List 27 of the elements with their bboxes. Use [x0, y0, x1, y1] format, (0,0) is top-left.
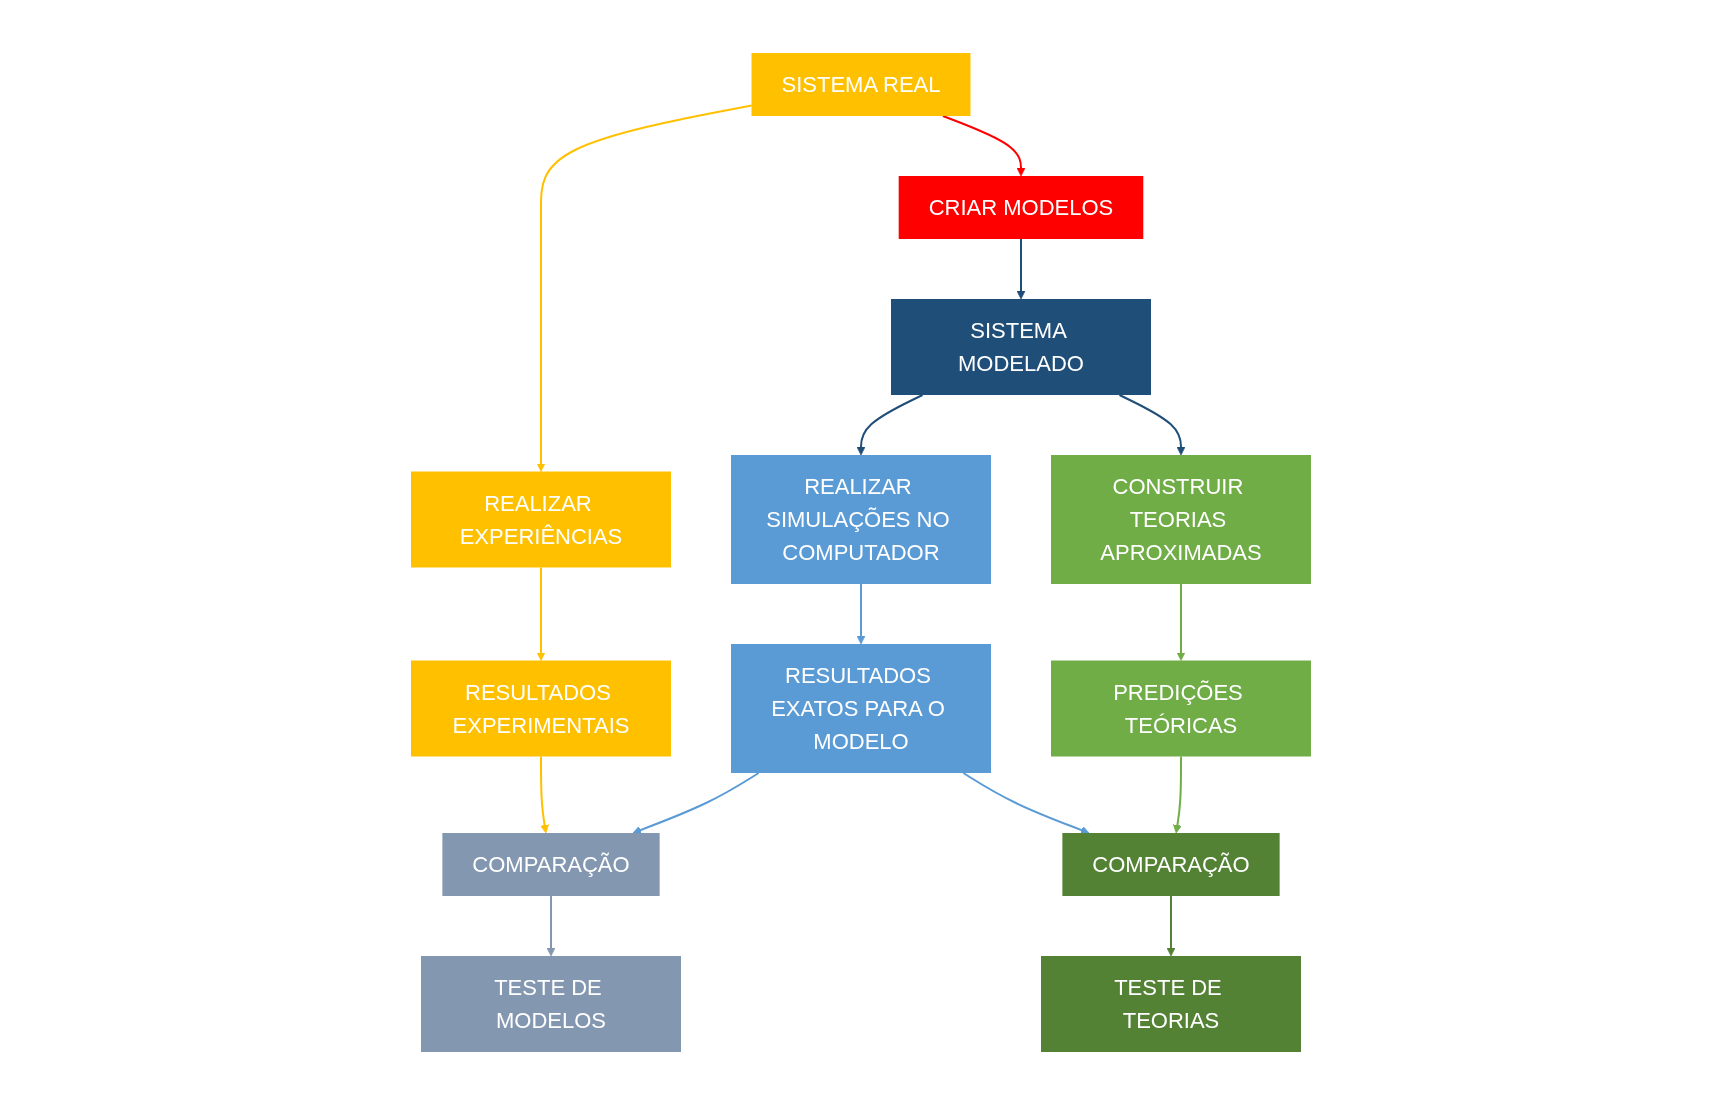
arrow [856, 583, 865, 645]
node-box: COMPARAÇÃO [1061, 833, 1280, 896]
arrow [546, 895, 555, 957]
node-box: SISTEMA MODELADO [890, 299, 1151, 395]
arrow [1166, 895, 1175, 957]
arrow [941, 115, 1025, 177]
arrow [632, 772, 760, 835]
arrow [536, 566, 545, 661]
arrow [536, 104, 752, 472]
node-box: CRIAR MODELOS [898, 176, 1143, 239]
node-box: PREDIÇÕES TEÓRICAS [1050, 660, 1311, 757]
arrow [1176, 583, 1185, 661]
arrow [1172, 755, 1182, 834]
arrow [1117, 394, 1185, 456]
node-box: REALIZAR SIMULAÇÕES NO COMPUTADOR [730, 455, 991, 584]
node-box: CONSTRUIR TEORIAS APROXIMADAS [1050, 455, 1311, 584]
node-box: REALIZAR EXPERIÊNCIAS [410, 471, 671, 568]
arrow [961, 772, 1089, 835]
arrow [1016, 238, 1025, 300]
node-box: TESTE DE MODELOS [420, 956, 681, 1052]
node-box: COMPARAÇÃO [441, 833, 660, 896]
arrow [539, 755, 549, 834]
arrow [856, 394, 924, 456]
node-box: RESULTADOS EXPERIMENTAIS [410, 660, 671, 757]
node-box: TESTE DE TEORIAS [1040, 956, 1301, 1052]
node-box: RESULTADOS EXATOS PARA O MODELO [730, 644, 991, 773]
node-box: SISTEMA REAL [751, 53, 970, 116]
